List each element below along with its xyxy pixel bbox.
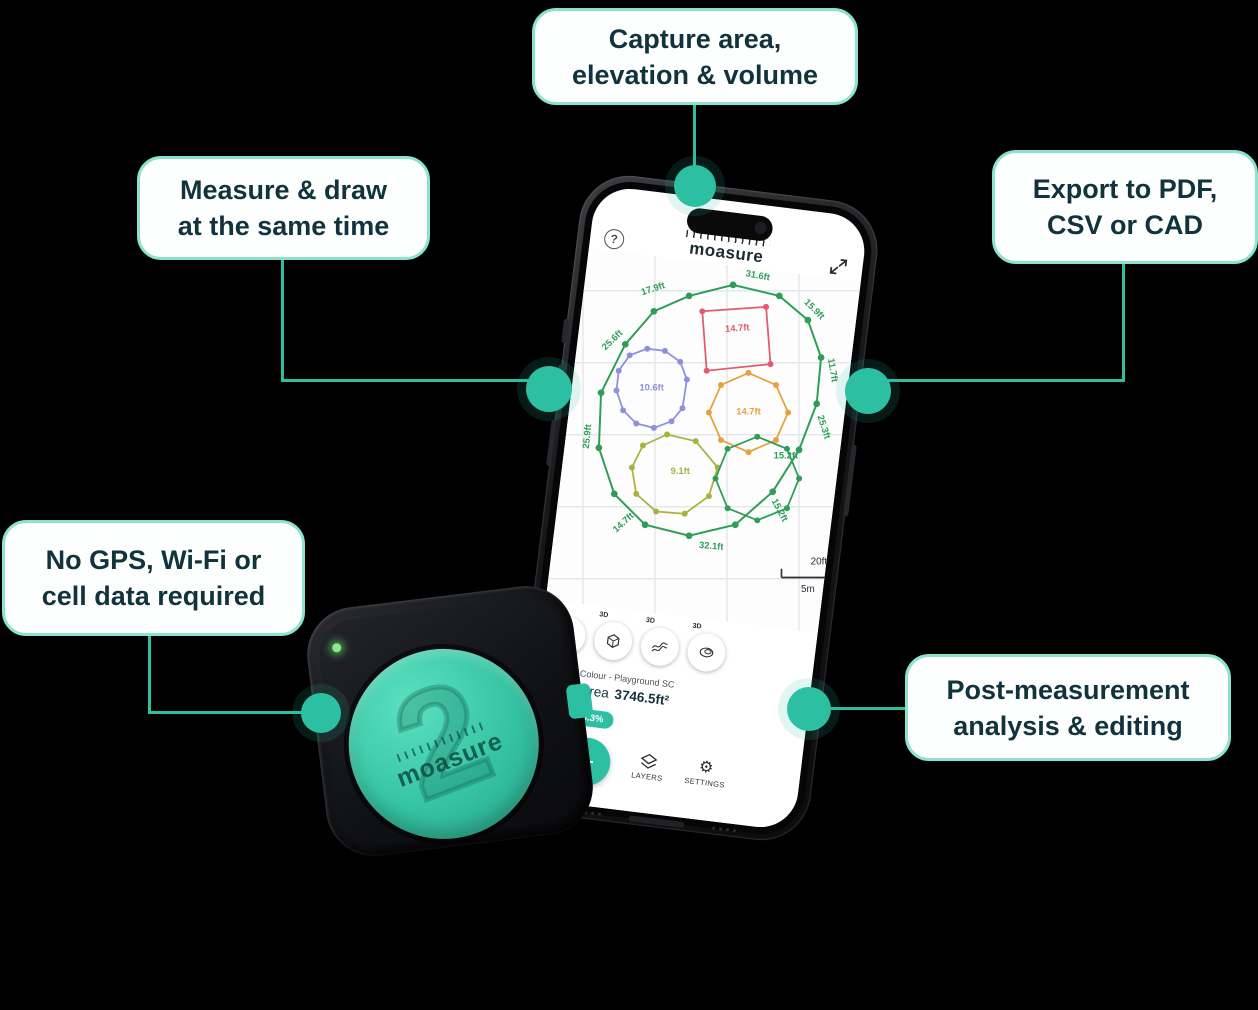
callout-line: cell data required [41, 581, 266, 611]
scale-imperial: 20ft [811, 556, 828, 567]
measurement-label: 10.6ft [639, 383, 663, 393]
tool-badge: 3D [645, 616, 656, 625]
measurement-label: 17.9ft [640, 280, 666, 297]
shape-red [702, 307, 770, 371]
callout-line: CSV or CAD [1046, 210, 1203, 240]
callout-no-gps: No GPS, Wi-Fi or cell data required [2, 520, 305, 636]
callout-line: Measure & draw [179, 175, 388, 205]
gear-icon: ⚙ [698, 758, 715, 778]
nav-layers[interactable]: LAYERS [619, 750, 678, 785]
callout-capture: Capture area, elevation & volume [532, 8, 858, 105]
connector-dot-measure [526, 366, 572, 412]
callout-line: elevation & volume [571, 59, 819, 90]
callout-export: Export to PDF, CSV or CAD [992, 150, 1258, 264]
measurement-label: 25.3ft [815, 414, 832, 440]
callout-line: Export to PDF, [1032, 174, 1218, 204]
connector-dot-export [845, 368, 891, 414]
connector-line-capture [693, 103, 696, 187]
nav-settings[interactable]: ⚙ SETTINGS [676, 757, 735, 791]
connector-line-measure-h [281, 379, 551, 382]
measurement-label: 25.9ft [581, 424, 593, 449]
phone-mockup: ? moasure [506, 170, 884, 846]
nav-settings-label: SETTINGS [683, 775, 726, 790]
tool-badge: 3D [692, 622, 702, 631]
connector-dot-capture [674, 165, 716, 207]
moasure-device: 2 moasure [301, 580, 599, 862]
callout-measure-draw: Measure & draw at the same time [137, 156, 430, 260]
measurement-label: 14.7ft [611, 511, 636, 535]
callout-post-measurement: Post-measurement analysis & editing [905, 654, 1231, 761]
tool-3d-cube-button[interactable]: 3D [592, 611, 635, 663]
connector-line-nogps-h [148, 711, 323, 714]
tool-3d-spiral-button[interactable]: 3D [685, 623, 728, 674]
device-usb-cover [565, 682, 594, 720]
measurement-label: 11.7ft [826, 358, 840, 383]
callout-line: Post-measurement [946, 674, 1190, 705]
app-header: ? moasure [588, 224, 863, 285]
help-glyph: ? [609, 231, 619, 247]
connector-line-export-v [1122, 262, 1125, 382]
area-value: 3746.5ft² [613, 686, 670, 709]
shape-green-octagon [715, 437, 799, 521]
help-button[interactable]: ? [603, 228, 626, 251]
measurement-label: 9.1ft [671, 466, 690, 476]
measurement-drawing: 20ft 5m 17.9ft31.6ft15.9ft11.7ft14.7ft25… [581, 268, 840, 595]
connector-line-export-h [866, 379, 1125, 382]
expand-icon[interactable] [827, 256, 849, 278]
measurement-label: 14.7ft [725, 322, 750, 334]
measurement-label: 32.1ft [699, 540, 724, 552]
scale-metric: 5m [801, 584, 815, 595]
callout-line: analysis & editing [953, 710, 1183, 741]
measurement-label: 31.6ft [745, 268, 771, 282]
app-screen: ? moasure [521, 184, 869, 832]
callout-line: at the same time [177, 211, 390, 241]
tool-3d-surface-button[interactable]: 3D [638, 617, 682, 668]
bottom-nav: + LAYERS ⚙ SETTINGS [521, 724, 803, 832]
connector-dot-nogps [301, 693, 341, 733]
layers-icon [640, 753, 658, 769]
measurement-label: 15.2ft [774, 451, 798, 461]
tool-badge: 3D [598, 611, 609, 620]
connector-dot-post [787, 687, 831, 731]
connector-line-measure-v [281, 258, 284, 382]
measurement-label: 15.2ft [770, 497, 790, 523]
scale-bar: 20ft 5m [780, 556, 833, 595]
measurement-label: 14.7ft [736, 407, 760, 417]
connector-line-post-h [807, 707, 907, 710]
measurement-label: 25.6ft [600, 328, 625, 352]
shape-main-outline [599, 285, 821, 536]
connector-line-nogps-v [148, 634, 151, 714]
callout-line: No GPS, Wi-Fi or [45, 545, 262, 575]
callout-line: Capture area, [608, 23, 782, 54]
nav-layers-label: LAYERS [630, 770, 664, 784]
